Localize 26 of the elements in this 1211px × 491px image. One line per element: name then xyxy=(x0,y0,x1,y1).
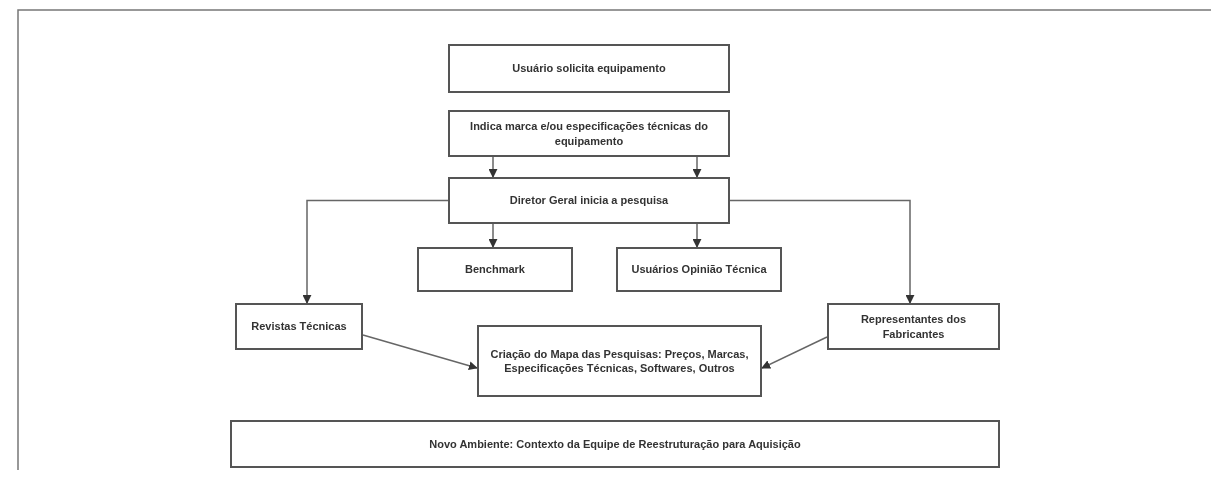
box-text: Benchmark xyxy=(464,262,526,277)
process-box xyxy=(448,110,730,157)
arrow xyxy=(302,199,449,304)
arrow xyxy=(488,156,498,178)
box-text: Usuário solicita equipamento xyxy=(511,61,667,76)
box-text: Diretor Geral inicia a pesquisa xyxy=(508,193,670,208)
process-box xyxy=(230,420,1000,468)
arrow xyxy=(488,223,498,248)
box-text: Revistas Técnicas xyxy=(250,319,348,334)
box-text: Representantes dos Fabricantes xyxy=(859,312,968,341)
box-text: Indica marca e/ou especificações técnicas do equipamento xyxy=(469,119,709,148)
box-text: Criação do Mapa das Pesquisas: Preços, Marcas, Especificações Técnicas, Softwares, Outros xyxy=(489,346,750,376)
arrow xyxy=(362,334,478,371)
arrow xyxy=(692,223,702,248)
arrow xyxy=(761,336,828,369)
process-box xyxy=(448,44,730,93)
arrow xyxy=(692,156,702,178)
process-box xyxy=(235,303,363,350)
process-box xyxy=(616,247,782,292)
process-box xyxy=(448,177,730,224)
box-text: Usuários Opinião Técnica xyxy=(630,262,768,277)
process-box xyxy=(417,247,573,292)
process-box xyxy=(827,303,1000,350)
arrow xyxy=(729,199,915,304)
process-box xyxy=(477,325,762,397)
box-text: Novo Ambiente: Contexto da Equipe de Reestruturação para Aquisição xyxy=(428,436,802,452)
